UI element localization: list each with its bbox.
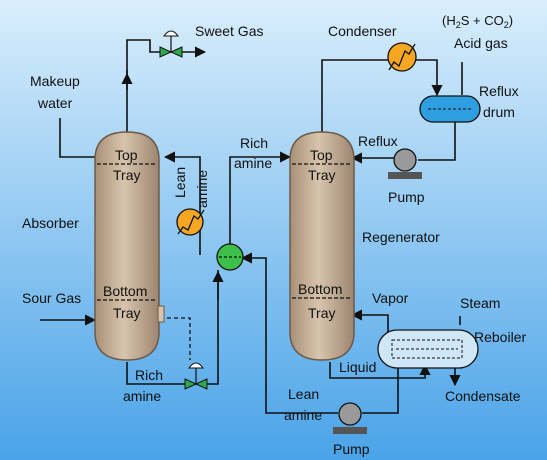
valve-actuator-icon <box>163 30 179 37</box>
acid-gas-label: Acid gas <box>454 35 508 51</box>
condenser-label: Condenser <box>328 23 397 39</box>
absorber-top-tray-label-line2: Tray <box>113 167 140 183</box>
lean-amine-cooler <box>176 208 205 236</box>
reflux-label: Reflux <box>358 133 398 149</box>
vapor-label: Vapor <box>372 290 409 306</box>
rich-amine-bottom-label-line2: amine <box>123 388 161 404</box>
absorber-column <box>94 131 165 361</box>
regenerator-vessel <box>289 131 355 361</box>
valve-actuator-icon <box>188 362 204 369</box>
makeup-label-line1: Makeup <box>30 73 80 89</box>
regen-top-tray-label-line1: Top <box>310 147 333 163</box>
drum-to-pump-line <box>418 122 456 161</box>
absorber-bottom-tray-label-line1: Bottom <box>103 283 147 299</box>
regen-bottom-tray-label-line1: Bottom <box>298 281 342 297</box>
reflux-pump <box>388 148 422 179</box>
rich-amine-top-label-line1: Rich <box>240 135 268 151</box>
sour-gas-label: Sour Gas <box>22 290 81 306</box>
regenerator-overhead-line <box>321 59 405 143</box>
lean-amine-return-line <box>240 252 338 414</box>
lean-amine-vertical-label-line1: Lean <box>172 167 188 198</box>
acid-gas-formula: (H2S + CO2) <box>442 13 513 30</box>
regenerator-column <box>289 131 355 361</box>
reflux-drum-label-line1: Reflux <box>479 83 519 99</box>
lean-amine-bottom-label-line2: amine <box>284 407 322 423</box>
rich-amine-to-regenerator <box>229 151 292 255</box>
liquid-label: Liquid <box>339 359 376 375</box>
pump-base-icon <box>388 172 422 179</box>
lean-amine-bottom-label-line1: Lean <box>288 386 319 402</box>
heat-exchanger-icon <box>176 208 204 236</box>
makeup-label-line2: water <box>37 95 73 111</box>
pump-icon <box>393 148 417 172</box>
absorber-level-sensor <box>157 305 165 323</box>
absorber-bottom-tray-label-line2: Tray <box>113 305 140 321</box>
level-control-signal <box>160 317 191 360</box>
reflux-drum-label-line2: drum <box>483 104 515 120</box>
pump-icon <box>338 402 362 426</box>
liquid-line <box>329 362 431 379</box>
regenerator-label: Regenerator <box>362 229 440 245</box>
pump-bottom-label: Pump <box>333 441 370 457</box>
condenser <box>387 42 417 72</box>
reflux-drum <box>419 95 481 123</box>
sweet-gas-valve <box>159 30 183 58</box>
rich-amine-top-label-line2: amine <box>234 155 272 171</box>
lean-amine-pump <box>333 402 367 434</box>
sweet-gas-label: Sweet Gas <box>195 23 263 39</box>
reboiler-tube-bundle-icon <box>391 339 463 359</box>
regen-bottom-tray-label-line2: Tray <box>308 305 335 321</box>
condensate-label: Condensate <box>445 388 521 404</box>
regen-top-tray-label-line2: Tray <box>308 167 335 183</box>
rich-amine-bottom-line <box>126 270 219 385</box>
rich-amine-bottom-label-line1: Rich <box>135 367 163 383</box>
reboiler-to-pump-line <box>362 362 399 414</box>
absorber-top-tray-label-line1: Top <box>115 147 138 163</box>
pump-top-label: Pump <box>388 189 425 205</box>
makeup-water-line <box>59 118 100 158</box>
lean-rich-exchanger <box>216 243 244 271</box>
pump-base-icon <box>333 427 367 434</box>
rich-amine-valve <box>184 362 208 390</box>
labels: Sweet Gas Condenser (H2S + CO2) Acid gas… <box>22 13 526 457</box>
reboiler <box>377 329 479 369</box>
condenser-to-drum-line <box>415 59 443 97</box>
steam-label: Steam <box>460 295 500 311</box>
absorber-label: Absorber <box>22 215 79 231</box>
reboiler-label: Reboiler <box>474 329 526 345</box>
lean-amine-vertical-label-line2: amine <box>194 170 210 208</box>
absorber-vessel <box>94 131 160 361</box>
